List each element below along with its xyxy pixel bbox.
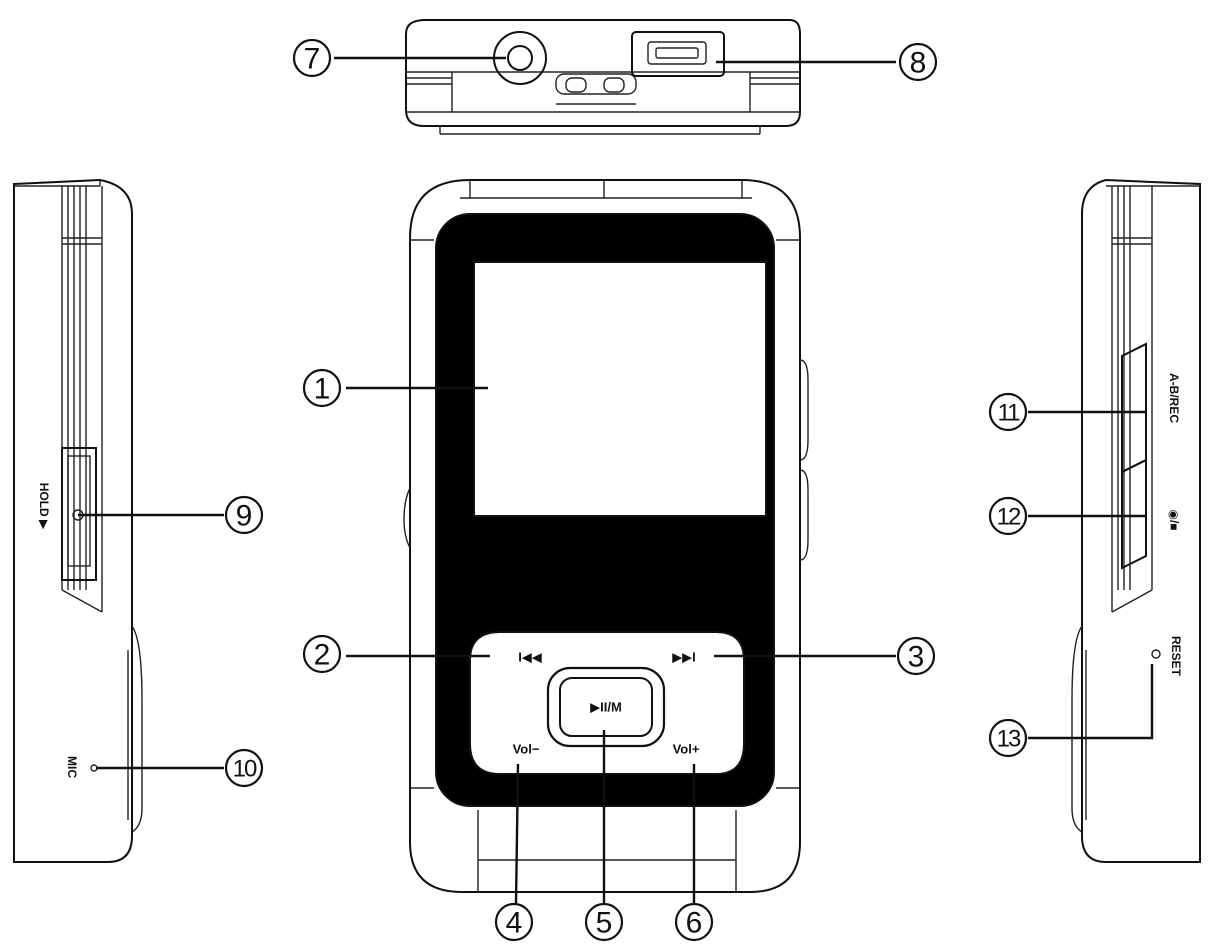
vol-minus-label: Vol− xyxy=(513,742,540,757)
callout-8-number: 8 xyxy=(910,47,927,80)
callout-9-number: 9 xyxy=(236,500,253,533)
right-side-view: A-B/REC ◉/■ RESET xyxy=(1071,178,1201,863)
callout-12: 12 xyxy=(988,496,1028,536)
callout-8: 8 xyxy=(898,42,938,82)
callout-5-number: 5 xyxy=(596,907,613,940)
callout-6: 6 xyxy=(674,902,714,942)
callout-2-number: 2 xyxy=(314,639,331,672)
callout-6-number: 6 xyxy=(686,907,703,940)
callout-1-number: 1 xyxy=(314,373,331,406)
front-view: ▶II/M I◀◀ ▶▶I Vol− Vol+ xyxy=(403,179,809,893)
lcd-screen xyxy=(473,261,767,517)
callout-10-number: 10 xyxy=(233,756,257,783)
hold-label: HOLD ▶ xyxy=(37,483,51,530)
play-pause-menu-button xyxy=(559,677,653,737)
callout-2: 2 xyxy=(302,634,342,674)
top-view xyxy=(405,19,801,135)
callout-9: 9 xyxy=(224,495,264,535)
callout-4: 4 xyxy=(494,902,534,942)
callout-11-number: 11 xyxy=(998,400,1021,427)
callout-3: 3 xyxy=(896,636,936,676)
callout-13-number: 13 xyxy=(997,726,1021,753)
callout-13: 13 xyxy=(988,718,1028,758)
power-stop-button xyxy=(1121,458,1147,570)
mic-label: MIC xyxy=(65,756,79,778)
ab-rec-label: A-B/REC xyxy=(1167,373,1181,423)
callout-1: 1 xyxy=(302,368,342,408)
usb-port xyxy=(631,31,725,77)
callout-7-number: 7 xyxy=(304,43,321,76)
callout-3-number: 3 xyxy=(908,641,925,674)
vol-plus-label: Vol+ xyxy=(673,742,700,757)
callout-7: 7 xyxy=(292,38,332,78)
callout-12-number: 12 xyxy=(997,504,1021,531)
callout-10: 10 xyxy=(224,748,264,788)
ab-rec-button xyxy=(1121,342,1147,474)
left-side-view: HOLD ▶ MIC xyxy=(13,178,143,863)
reset-hole xyxy=(1151,649,1161,659)
callout-5: 5 xyxy=(584,902,624,942)
next-label: ▶▶I xyxy=(672,650,696,665)
play-pause-menu-label: ▶II/M xyxy=(590,700,622,715)
callout-11: 11 xyxy=(988,392,1028,432)
reset-label: RESET xyxy=(1169,636,1183,677)
leader-lines xyxy=(78,56,1154,905)
power-stop-label: ◉/■ xyxy=(1167,509,1181,530)
previous-label: I◀◀ xyxy=(518,650,542,665)
callout-4-number: 4 xyxy=(506,907,523,940)
